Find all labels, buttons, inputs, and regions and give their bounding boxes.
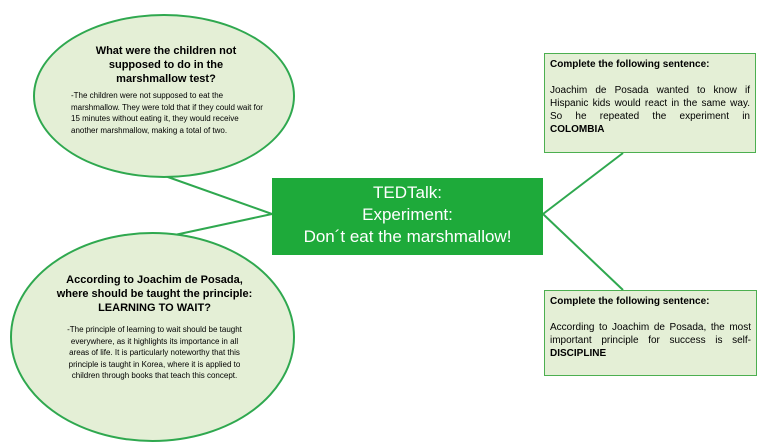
bubble-bottom-question-line2: LEARNING TO WAIT?	[98, 302, 211, 314]
box-bottom-answer: DISCIPLINE	[550, 348, 607, 359]
box-bottom-heading: Complete the following sentence:	[550, 296, 710, 307]
box-top-answer: COLOMBIA	[550, 124, 605, 135]
sentence-box-colombia: Complete the following sentence: Joachim…	[544, 53, 756, 153]
sentence-box-discipline: Complete the following sentence: Accordi…	[544, 290, 757, 376]
bubble-bottom-question: According to Joachim de Posada, where sh…	[52, 273, 257, 315]
question-bubble-learning-to-wait: According to Joachim de Posada, where sh…	[10, 232, 295, 442]
bubble-bottom-answer: -The principle of learning to wait shoul…	[67, 325, 242, 380]
question-bubble-marshmallow-test: What were the children not supposed to d…	[33, 14, 295, 178]
connector-bottom-right	[542, 213, 624, 291]
box-bottom-body-text: According to Joachim de Posada, the most…	[550, 322, 751, 346]
box-top-body: Joachim de Posada wanted to know if Hisp…	[550, 84, 750, 136]
center-title-line1: TEDTalk:	[373, 183, 442, 202]
bubble-top-question: What were the children not supposed to d…	[95, 45, 237, 85]
box-bottom-body: According to Joachim de Posada, the most…	[550, 321, 751, 360]
central-topic-box: TEDTalk: Experiment: Don´t eat the marsh…	[272, 178, 543, 255]
center-title-line2: Experiment:	[362, 205, 453, 224]
bubble-bottom-question-line1: According to Joachim de Posada, where sh…	[56, 274, 253, 300]
connector-bottom-left	[169, 213, 273, 237]
connector-top-right	[542, 152, 624, 215]
box-top-heading: Complete the following sentence:	[550, 59, 710, 70]
bubble-top-answer: -The children were not supposed to eat t…	[71, 91, 263, 135]
connector-lines	[164, 152, 624, 291]
box-top-body-text: Joachim de Posada wanted to know if Hisp…	[550, 85, 750, 122]
center-title-line3: Don´t eat the marshmallow!	[303, 227, 512, 246]
connector-top-left	[164, 175, 273, 215]
